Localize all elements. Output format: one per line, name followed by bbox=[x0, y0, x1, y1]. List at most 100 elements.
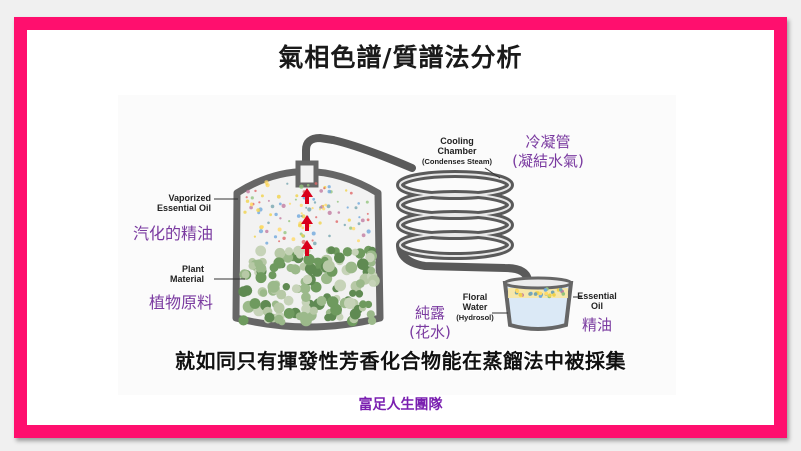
plant-particle bbox=[268, 271, 277, 280]
vapor-particle bbox=[324, 203, 328, 207]
vapor-particle bbox=[366, 212, 369, 215]
plant-particle bbox=[316, 296, 327, 306]
vapor-particle bbox=[311, 207, 314, 210]
plant-particle bbox=[367, 316, 377, 325]
plant-particle bbox=[291, 284, 301, 294]
vapor-particle bbox=[258, 229, 264, 234]
plant-particle bbox=[303, 253, 315, 266]
plant-particle bbox=[255, 245, 267, 257]
vapor-particle bbox=[322, 207, 326, 211]
cooling-label-zh-1: 冷凝管 bbox=[525, 133, 570, 151]
vapor-particle bbox=[278, 240, 281, 243]
vapor-particle bbox=[282, 236, 286, 240]
vapor-particle bbox=[288, 202, 292, 205]
plant-particle bbox=[255, 272, 267, 284]
plant-particle bbox=[351, 248, 359, 256]
plant-particle bbox=[334, 252, 345, 264]
plant-particle bbox=[254, 259, 263, 269]
plant-particle bbox=[273, 302, 285, 314]
vapor-particle bbox=[246, 189, 250, 194]
plant-particle bbox=[259, 289, 268, 297]
vapor-particles bbox=[243, 180, 371, 246]
vapor-particle bbox=[257, 211, 261, 215]
floral-label-en-1: Floral bbox=[463, 292, 488, 302]
vapor-particle bbox=[270, 204, 275, 209]
vapor-particle bbox=[336, 200, 339, 203]
vapor-particle bbox=[366, 218, 370, 222]
vapor-particle bbox=[265, 229, 269, 234]
vapor-particle bbox=[358, 216, 361, 219]
vapor-particle bbox=[256, 208, 261, 213]
cooling-label-en-1: Cooling bbox=[440, 136, 474, 146]
plant-particle bbox=[356, 279, 365, 288]
vapor-particle bbox=[281, 203, 286, 208]
vapor-particle bbox=[351, 226, 356, 231]
plant-particle bbox=[273, 257, 285, 269]
vapor-particle bbox=[301, 234, 305, 238]
plant-particle bbox=[364, 300, 373, 309]
plant-particle bbox=[357, 258, 369, 271]
vapor-particle bbox=[326, 204, 331, 209]
vapor-particle bbox=[349, 226, 353, 230]
vapor-particle bbox=[288, 220, 291, 223]
vapor-label-zh: 汽化的精油 bbox=[133, 224, 213, 243]
vapor-particle bbox=[312, 197, 316, 201]
oil-particle bbox=[543, 288, 548, 292]
vapor-particle bbox=[335, 220, 339, 223]
vapor-particle bbox=[249, 205, 253, 210]
vapor-particle bbox=[279, 217, 282, 220]
floral-label-en-2: Water bbox=[463, 302, 488, 312]
up-arrow-icon bbox=[301, 188, 313, 204]
vapor-particle bbox=[250, 196, 254, 200]
vapor-particle bbox=[245, 199, 250, 203]
vapor-particle bbox=[258, 201, 261, 204]
plant-particle bbox=[248, 262, 257, 270]
slide-title: 氣相色譜/質譜法分析 bbox=[278, 43, 523, 72]
plant-particle bbox=[324, 313, 332, 322]
plant-particle bbox=[300, 283, 311, 294]
vapor-particle bbox=[296, 214, 301, 218]
plant-particle bbox=[365, 252, 375, 263]
collection-beaker bbox=[502, 276, 574, 331]
oil-label-en-2: Oil bbox=[591, 301, 603, 311]
up-arrow-icon bbox=[301, 240, 313, 256]
plant-particle bbox=[274, 247, 286, 259]
oil-particle bbox=[515, 289, 520, 294]
oil-particle bbox=[528, 292, 532, 296]
plant-particle bbox=[301, 292, 311, 303]
vapor-particle bbox=[357, 222, 361, 226]
plant-particle bbox=[298, 311, 309, 322]
vapor-particle bbox=[365, 200, 369, 204]
vapor-particle bbox=[301, 214, 306, 219]
vapor-particle bbox=[307, 207, 312, 212]
plant-particle bbox=[283, 308, 295, 319]
plant-particle bbox=[284, 247, 294, 256]
vapor-particle bbox=[301, 226, 305, 230]
plant-particle bbox=[302, 274, 313, 285]
cooling-leader-line bbox=[484, 167, 501, 179]
subtitle-caption: 就如同只有揮發性芳香化合物能在蒸餾法中被採集 bbox=[175, 349, 626, 373]
plant-particle bbox=[310, 281, 322, 293]
vapor-particle bbox=[313, 201, 317, 204]
plant-particle bbox=[367, 266, 376, 275]
vapor-particle bbox=[295, 194, 299, 198]
plant-particle bbox=[369, 279, 376, 287]
vapor-particle bbox=[306, 183, 310, 187]
vapor-particle bbox=[274, 212, 278, 217]
floral-label-en-3: (Hydrosol) bbox=[456, 313, 494, 322]
footer-team-name: 富足人生團隊 bbox=[358, 397, 443, 413]
plant-particle bbox=[238, 315, 249, 326]
plant-particle bbox=[264, 312, 275, 323]
plant-particle bbox=[349, 289, 357, 297]
vapor-particle bbox=[361, 233, 366, 238]
plant-particle bbox=[309, 306, 318, 315]
vapor-particle bbox=[319, 189, 324, 193]
cooling-label-en-2: Chamber bbox=[437, 146, 477, 156]
vapor-particle bbox=[276, 194, 281, 199]
oil-particle bbox=[561, 292, 566, 296]
vapor-particle bbox=[286, 182, 289, 185]
vapor-particle bbox=[314, 182, 318, 185]
vapor-particle bbox=[343, 223, 346, 227]
vapor-particle bbox=[311, 231, 316, 236]
